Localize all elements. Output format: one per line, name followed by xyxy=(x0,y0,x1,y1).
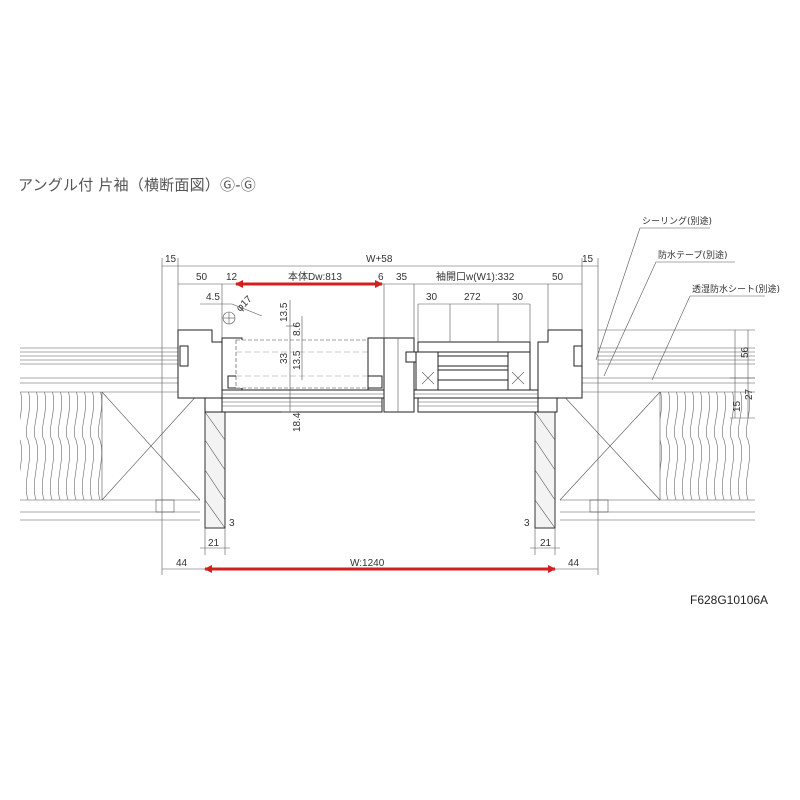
dim-18-4: 18.4 xyxy=(292,412,303,432)
dim-right-15: 15 xyxy=(582,254,594,265)
door-body xyxy=(221,311,385,391)
dim-left-3: 3 xyxy=(229,518,235,529)
dim-gap-6: 6 xyxy=(378,272,384,283)
dim-right-3: 3 xyxy=(524,518,530,529)
dim-right-21: 21 xyxy=(540,538,552,549)
note-waterproof-tape: 防水テープ(別途) xyxy=(658,249,727,261)
right-wall xyxy=(559,347,755,521)
dimension-labels: 15 W+58 15 50 12 本体Dw:813 6 35 袖開口w(W1):… xyxy=(165,254,755,569)
dim-left-12: 12 xyxy=(226,272,238,283)
dim-sleeve-30-right: 30 xyxy=(512,292,524,303)
page-title: アングル付 片袖（横断面図）Ⓖ-Ⓖ xyxy=(18,176,256,194)
right-jamb-stud xyxy=(534,411,556,529)
dim-total-w58: W+58 xyxy=(366,254,393,265)
note-sealing: シーリング(別途) xyxy=(642,215,712,227)
highlight-dimensions xyxy=(204,280,556,573)
note-moisture-sheet: 透湿防水シート(別途) xyxy=(692,283,780,295)
left-jamb-stud xyxy=(204,411,226,529)
dim-left-50: 50 xyxy=(196,272,208,283)
dim-13-5-top: 13.5 xyxy=(279,302,290,322)
sleeve-sash xyxy=(415,341,531,391)
drawing-code: F628G10106A xyxy=(690,593,769,607)
dim-33: 33 xyxy=(279,352,290,364)
left-wall xyxy=(20,347,201,521)
dim-right-27: 27 xyxy=(744,388,755,400)
center-mullion xyxy=(383,337,417,413)
dim-bottom-44-left: 44 xyxy=(176,558,188,569)
dim-left-15: 15 xyxy=(165,254,177,265)
dim-gap-35: 35 xyxy=(396,272,408,283)
dim-right-15-vertical: 15 xyxy=(732,400,743,412)
dim-left-21: 21 xyxy=(208,538,220,549)
dim-bottom-w1240: W:1240 xyxy=(350,558,385,569)
dim-4-5: 4.5 xyxy=(206,292,220,303)
dim-sleeve-30-left: 30 xyxy=(426,292,438,303)
callout-notes: シーリング(別途) 防水テープ(別途) 透湿防水シート(別途) xyxy=(642,215,780,295)
dim-sleeve-272: 272 xyxy=(464,292,481,303)
dim-right-56: 56 xyxy=(740,346,751,358)
dim-right-50: 50 xyxy=(552,272,564,283)
dim-bottom-44-right: 44 xyxy=(568,558,580,569)
dim-13-5-mid: 13.5 xyxy=(292,350,303,370)
dim-8-6: 8.6 xyxy=(292,322,303,336)
window-frame xyxy=(177,329,583,413)
dim-phi-17: φ17 xyxy=(234,294,255,315)
dim-body-dw: 本体Dw:813 xyxy=(288,270,342,283)
dim-sleeve-w1: 袖開口w(W1):332 xyxy=(436,270,515,283)
